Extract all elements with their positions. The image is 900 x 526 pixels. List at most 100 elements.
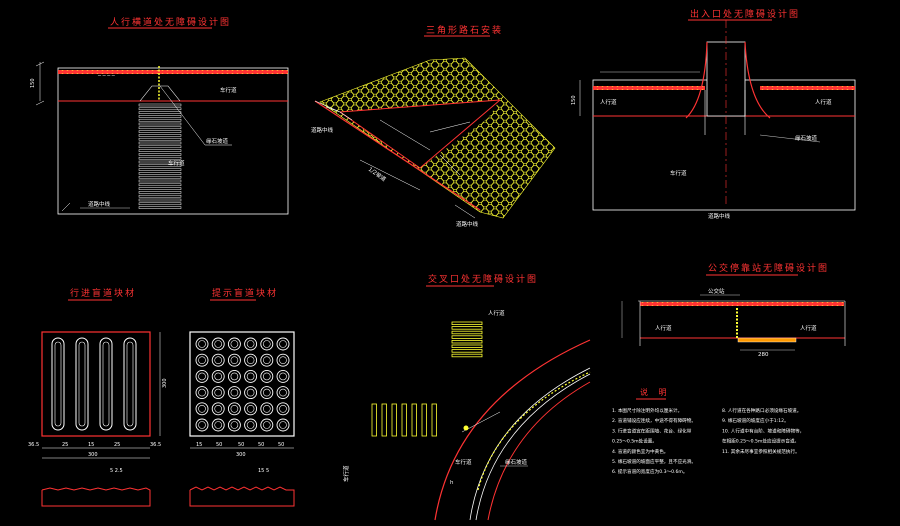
label-edge-1: 道路中线	[88, 200, 111, 208]
zebra-stripe	[138, 111, 182, 114]
warning-dot	[227, 353, 241, 367]
title-guiding-tile: 行进盲道块材	[70, 287, 136, 299]
tile-section	[41, 487, 151, 507]
warning-dot	[211, 369, 225, 383]
zebra-stripe	[138, 134, 182, 137]
svg-text:h: h	[450, 480, 454, 486]
notes-heading: 说 明	[640, 387, 671, 397]
svg-text:50: 50	[278, 442, 284, 448]
warning-dot	[276, 386, 290, 400]
zebra-stripe	[138, 103, 182, 107]
warning-dot	[244, 386, 258, 400]
svg-text:15 5: 15 5	[258, 468, 269, 474]
zebra-stripe	[421, 403, 427, 437]
label-sidewalk-1: 车行道	[220, 86, 237, 94]
title-triangle: 三角形路石安装	[426, 24, 503, 36]
warning-dot	[276, 402, 290, 416]
dim-width: 300	[88, 452, 98, 458]
svg-text:50: 50	[238, 442, 244, 448]
zebra-stripe	[138, 153, 182, 156]
zebra-stripe	[138, 137, 182, 141]
svg-text:公交站: 公交站	[708, 287, 725, 295]
zebra-stripe	[371, 403, 377, 437]
zebra-stripe	[138, 187, 182, 190]
zebra-stripe	[138, 168, 182, 171]
zebra-stripe	[138, 194, 182, 198]
zebra-stripe	[138, 202, 182, 206]
note-line: 5. 缘石坡道的坡面应平整，且不应光滑。	[612, 458, 696, 465]
label-road-6: 人行道	[488, 309, 505, 317]
label-ramp: 缘石坡道	[206, 137, 229, 145]
zebra-stripe	[451, 339, 483, 344]
warning-dot	[260, 386, 274, 400]
zebra-stripe	[138, 141, 182, 145]
warning-dot	[227, 369, 241, 383]
warning-dot	[195, 418, 209, 432]
zebra-stripe	[138, 118, 182, 122]
tile-outline	[189, 331, 295, 437]
zebra-stripe	[138, 206, 182, 209]
warning-dot	[195, 353, 209, 367]
zebra-stripe	[401, 403, 407, 437]
svg-text:50: 50	[258, 442, 264, 448]
note-line: 9. 缘石坡道的坡度应小于1:12。	[722, 417, 789, 424]
title-bus-stop: 公交停靠站无障碍设计图	[708, 262, 829, 274]
svg-text:280: 280	[758, 352, 769, 358]
note-line: 11. 其余未尽事宜参照相关规范执行。	[722, 448, 800, 455]
warning-dot	[276, 337, 290, 351]
warning-dot	[195, 402, 209, 416]
zebra-stripe	[411, 403, 417, 437]
zebra-stripe	[138, 115, 182, 118]
zebra-stripe	[451, 353, 483, 358]
svg-text:15: 15	[196, 442, 202, 448]
warning-dot	[195, 386, 209, 400]
warning-dot	[227, 418, 241, 432]
warning-dot	[227, 386, 241, 400]
zebra-stripe	[138, 191, 182, 194]
drawing-bus-stop: 公交停靠站无障碍设计图 公交站 人行道 人行道 280	[621, 262, 846, 358]
svg-text:5 2.5: 5 2.5	[110, 468, 123, 474]
svg-text:15: 15	[88, 442, 94, 448]
zebra-stripe	[451, 335, 483, 339]
note-line: 3. 行进盲道宜在距围墙、花台、绿化带	[612, 427, 692, 434]
zebra-stripe	[138, 122, 182, 126]
zebra-stripe	[138, 160, 182, 164]
warning-dot	[276, 369, 290, 383]
svg-text:人行道: 人行道	[800, 324, 817, 332]
svg-text:车行道: 车行道	[455, 458, 472, 466]
zebra-stripe	[391, 403, 397, 437]
warning-dot	[211, 418, 225, 432]
label-sidewalk-3b: 人行道	[815, 98, 832, 106]
title-intersection: 交叉口处无障碍设计图	[428, 273, 538, 285]
label-curb-bottom: 道路中线	[456, 220, 479, 228]
warning-dot	[211, 337, 225, 351]
zebra-stripe	[381, 403, 387, 437]
svg-text:缘石坡道: 缘石坡道	[505, 458, 528, 466]
title-entrance: 出入口处无障碍设计图	[690, 8, 800, 20]
note-line: 0.25～0.5m处设置。	[612, 438, 657, 445]
tile-outline	[41, 331, 151, 437]
title-crosswalk: 人行横道处无障碍设计图	[110, 16, 231, 28]
curb-arc-outer	[434, 339, 591, 521]
svg-text:─ ─ ─ ─: ─ ─ ─ ─	[97, 73, 116, 79]
note-line: 10. 人行道中有台阶、坡道和障碍物等，	[722, 427, 804, 434]
zebra-stripe	[138, 107, 182, 111]
notes-right-column: 8. 人行道在各种路口必须设缘石坡道。9. 缘石坡道的坡度应小于1:12。10.…	[722, 407, 804, 455]
warning-dot	[276, 353, 290, 367]
note-line: 2. 盲道铺设应连续，中途不得有障碍物。	[612, 417, 696, 424]
svg-text:人行道: 人行道	[655, 324, 672, 332]
svg-text:150: 150	[30, 78, 36, 88]
svg-text:150: 150	[571, 95, 577, 105]
title-warning-tile: 提示盲道块材	[212, 287, 278, 299]
warning-dot	[195, 337, 209, 351]
label-centerline-3: 道路中线	[708, 212, 731, 220]
guide-bar	[99, 337, 113, 431]
zebra-stripe	[138, 145, 182, 149]
notes-block: 说 明 1. 本图尺寸除注明外均以厘米计。2. 盲道铺设应连续，中途不得有障碍物…	[612, 387, 804, 475]
zebra-stripe	[451, 326, 483, 330]
zebra-stripe	[138, 164, 182, 168]
svg-text:25: 25	[114, 442, 120, 448]
note-line: 在相距0.25～0.5m处应设提示盲道。	[722, 438, 799, 445]
curb-strip	[58, 70, 288, 74]
